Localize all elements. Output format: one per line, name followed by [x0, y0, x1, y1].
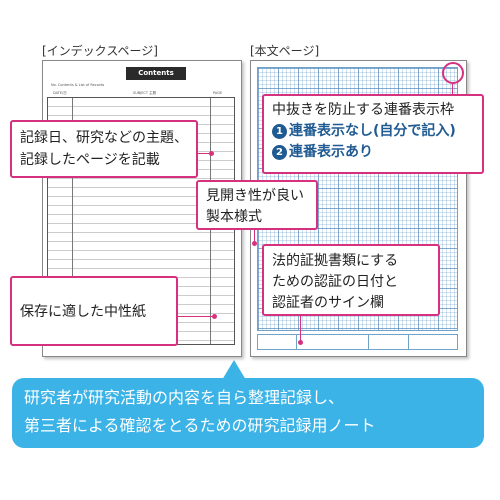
col-page-label: PAGE [213, 91, 223, 95]
index-page-label: [インデックスページ] [42, 44, 158, 58]
serial-number-marker [442, 62, 464, 84]
banner-pointer [222, 360, 246, 380]
certification-strip [257, 334, 458, 350]
callout-text: 見開き性が良い [206, 188, 304, 204]
banner-text: 研究者が研究活動の内容を自ら整理記録し、 [24, 388, 345, 407]
col-subject-label: SUBJECT 主題 [133, 91, 157, 95]
callout-text: 法的証拠書類にする [272, 253, 399, 269]
callout-title: 中抜きを防止する連番表示枠 [272, 102, 454, 118]
leader-dot [212, 314, 217, 319]
index-header-note: No. Contents & List of Records [51, 83, 105, 87]
leader-line [254, 230, 255, 244]
index-col-divider [72, 98, 73, 344]
leader-line [178, 316, 214, 317]
cert-cell-divider [296, 335, 297, 349]
callout-paper: 保存に適した中性紙 [10, 276, 178, 346]
callout-text: ための認証の日付と [272, 274, 398, 290]
summary-banner: 研究者が研究活動の内容を自ら整理記録し、 第三者による確認をとるための研究記録用… [12, 378, 484, 448]
option-text: 連番表示あり [289, 144, 373, 160]
contents-tab: Contents [126, 67, 186, 80]
banner-text: 第三者による確認をとるための研究記録用ノート [24, 416, 376, 435]
option-text: 連番表示なし(自分で記入) [289, 123, 456, 139]
leader-dot [209, 151, 214, 156]
callout-text: 保存に適した中性紙 [20, 304, 146, 320]
col-date-label: DATE/日 [53, 91, 67, 95]
leader-line [452, 84, 453, 94]
cert-cell-divider [408, 335, 409, 349]
body-page-label: [本文ページ] [250, 44, 320, 58]
cert-cell-divider [368, 335, 369, 349]
leader-dot [298, 340, 303, 345]
option-number-icon: 1 [272, 124, 287, 139]
callout-text: 記録したページを記載 [20, 152, 160, 168]
callout-record-info: 記録日、研究などの主題、 記録したページを記載 [10, 120, 198, 178]
callout-text: 記録日、研究などの主題、 [20, 130, 188, 146]
leader-line [300, 316, 301, 342]
callout-binding: 見開き性が良い 製本様式 [196, 180, 318, 230]
leader-line [198, 153, 212, 154]
leader-dot [252, 241, 257, 246]
callout-text: 認証者のサイン欄 [272, 295, 384, 311]
callout-text: 製本様式 [206, 209, 262, 225]
callout-legal-certification: 法的証拠書類にする ための認証の日付と 認証者のサイン欄 [262, 244, 440, 316]
option-number-icon: 2 [272, 145, 287, 160]
